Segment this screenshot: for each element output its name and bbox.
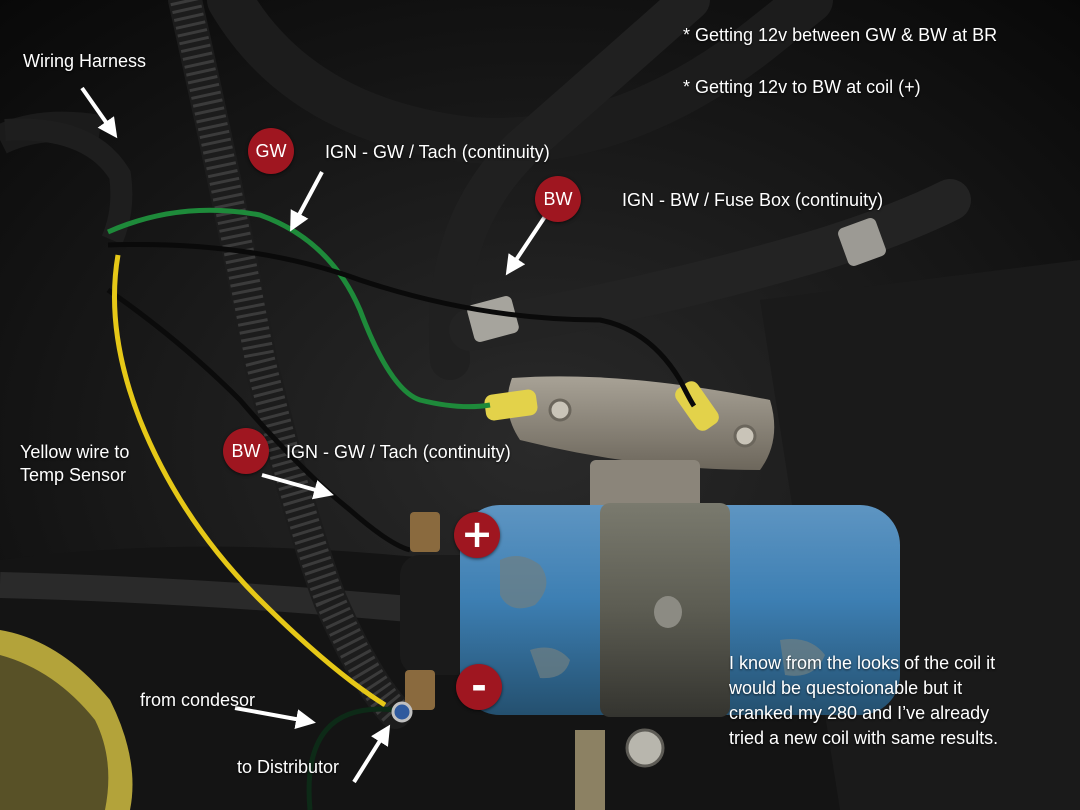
- minus-terminal-badge: -: [456, 664, 502, 710]
- yellow-wire: [111, 254, 387, 708]
- nut-right: [733, 424, 757, 448]
- arrow-from-condensor: [234, 706, 316, 729]
- label-yellow-wire-line1: Yellow wire to: [20, 442, 130, 462]
- terminal-minus: [405, 670, 435, 710]
- badge-gw: GW: [248, 128, 294, 174]
- arrow-bw-lower: [261, 473, 334, 500]
- condensor-wire: [306, 706, 396, 810]
- label-ign-gw-tach-top: IGN - GW / Tach (continuity): [325, 142, 550, 162]
- label-ign-bw-fuse: IGN - BW / Fuse Box (continuity): [622, 190, 884, 210]
- harness-conduit: [168, 0, 412, 729]
- bottom-hose: [0, 572, 422, 623]
- comment-line-1: I know from the looks of the coil it: [729, 653, 996, 673]
- comment-line-2: would be questoionable but it: [729, 678, 963, 698]
- label-yellow-wire-line2: Temp Sensor: [20, 465, 127, 485]
- hose-clamp-right: [838, 218, 886, 266]
- comment-line-4: tried a new coil with same results.: [729, 728, 999, 748]
- mount-bolt: [625, 728, 665, 768]
- arrow-gw: [290, 171, 324, 232]
- arrow-to-distributor: [352, 724, 391, 784]
- arrow-wiring-harness: [80, 86, 118, 139]
- connector-left: [484, 389, 538, 421]
- label-from-condensor: from condesor: [140, 690, 256, 710]
- note-12v-gw-bw: * Getting 12v between GW & BW at BR: [683, 25, 998, 45]
- badge-bw-lower: BW: [223, 428, 269, 474]
- coil-band-rivet: [654, 596, 682, 628]
- hose-right: [449, 179, 971, 351]
- bottom-fitting: [575, 730, 605, 810]
- nut-left: [548, 398, 572, 422]
- badge-bw-top: BW: [535, 176, 581, 222]
- distributor-ring-connector: [391, 701, 413, 723]
- black-wire-top: [107, 241, 697, 408]
- label-ign-gw-tach-lower: IGN - GW / Tach (continuity): [286, 442, 511, 462]
- black-wire-lower: [106, 287, 411, 553]
- vacuum-hose-top: [207, 0, 833, 164]
- rubber-boot: [0, 655, 109, 810]
- label-wiring-harness: Wiring Harness: [23, 51, 147, 71]
- comment-line-3: cranked my 280 and I’ve already: [729, 703, 990, 723]
- label-to-distributor: to Distributor: [237, 757, 340, 777]
- terminal-plus: [410, 512, 440, 552]
- arrow-bw-top: [505, 210, 550, 276]
- coil-rust: [500, 556, 825, 679]
- plus-terminal-badge: +: [454, 512, 500, 558]
- note-12v-coil: * Getting 12v to BW at coil (+): [683, 77, 921, 97]
- green-wire: [106, 207, 491, 410]
- vacuum-hose-main: [428, 0, 710, 380]
- harness-left: [4, 118, 133, 245]
